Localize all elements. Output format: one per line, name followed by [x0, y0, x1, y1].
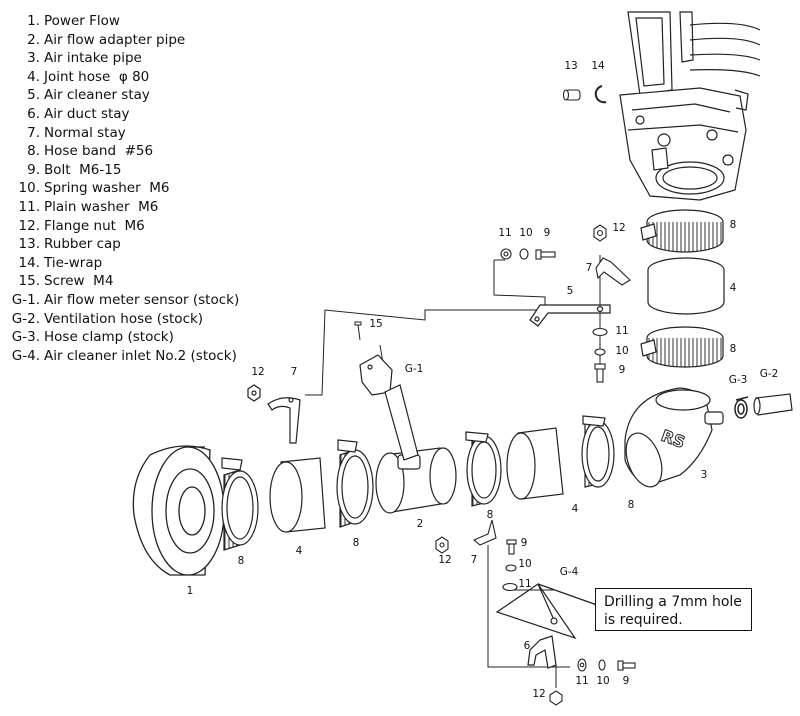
- callout-13: 13: [564, 60, 578, 72]
- joint-hose-top: [647, 257, 725, 315]
- hose-band-lower-3: [465, 431, 502, 507]
- air-flow-adapter-pipe-2: [375, 447, 457, 514]
- callout-8: 8: [729, 219, 737, 231]
- power-flow-filter-1: [132, 445, 225, 576]
- drilling-note: Drilling a 7mm hole is required.: [595, 588, 752, 631]
- legend-item: 7.Normal stay: [27, 124, 126, 141]
- callout-10: 10: [519, 227, 533, 239]
- callout-5: 5: [566, 285, 574, 297]
- callout-11: 11: [575, 675, 589, 687]
- callout-10: 10: [518, 558, 532, 570]
- air-duct-stay-6: [527, 635, 557, 669]
- legend-item: G-1.Air flow meter sensor (stock): [11, 291, 240, 308]
- hose-clamp-g3: [734, 396, 749, 419]
- screw-15: [354, 321, 362, 341]
- callout-9: 9: [622, 675, 630, 687]
- legend-item: 10.Spring washer M6: [18, 180, 170, 197]
- callout-1: 1: [186, 585, 194, 597]
- legend-item: 2.Air flow adapter pipe: [27, 31, 186, 48]
- hose-band-lower-1: [221, 457, 259, 551]
- joint-hose-lower-2: [506, 427, 564, 500]
- callout-11: 11: [615, 325, 629, 337]
- legend-item: 12.Flange nut M6: [18, 217, 145, 234]
- callout-9: 9: [520, 537, 528, 549]
- hose-band-mid: [640, 326, 724, 368]
- callout-3: 3: [700, 469, 708, 481]
- legend-item: 5.Air cleaner stay: [27, 87, 150, 104]
- callout-g4: G-4: [559, 566, 579, 578]
- callout-8: 8: [352, 537, 360, 549]
- callout-8: 8: [486, 509, 494, 521]
- legend-item: 6.Air duct stay: [27, 105, 130, 122]
- tie-wrap-14: [594, 85, 607, 104]
- hardware-lower: [435, 519, 518, 592]
- throttle-body-drawing: [619, 11, 761, 201]
- callout-9: 9: [618, 364, 626, 376]
- legend-item: 11.Plain washer M6: [18, 198, 159, 215]
- callout-4: 4: [571, 503, 579, 515]
- callout-11: 11: [498, 227, 512, 239]
- air-cleaner-inlet-g4: [495, 583, 598, 640]
- callout-8: 8: [237, 555, 245, 567]
- rubber-cap-13: [562, 89, 581, 101]
- legend-item: G-2.Ventilation hose (stock): [11, 310, 204, 327]
- callout-12: 12: [251, 366, 265, 378]
- legend-item: 15.Screw M4: [18, 273, 114, 290]
- air-flow-meter-sensor-g1: [359, 354, 419, 461]
- air-cleaner-stay-5: [529, 304, 611, 327]
- hose-band-top: [640, 209, 724, 253]
- air-intake-pipe-3: RS: [624, 387, 724, 488]
- callout-14: 14: [591, 60, 605, 72]
- legend-item: G-3.Hose clamp (stock): [11, 329, 174, 346]
- hose-band-lower-2: [336, 439, 374, 528]
- drilling-note-line: Drilling a 7mm hole: [604, 594, 742, 610]
- callout-10: 10: [615, 345, 629, 357]
- callout-15: 15: [369, 318, 383, 330]
- callout-7: 7: [470, 554, 478, 566]
- callout-7: 7: [585, 262, 593, 274]
- legend-item: 3.Air intake pipe: [27, 50, 142, 67]
- callout-4: 4: [729, 282, 737, 294]
- ventilation-hose-g2: [753, 393, 793, 416]
- legend-item: 8.Hose band #56: [27, 143, 154, 160]
- callout-9: 9: [543, 227, 551, 239]
- hardware-top-row: [500, 248, 556, 260]
- normal-stay-left: [247, 384, 301, 444]
- hose-band-lower-4: [581, 415, 615, 488]
- callout-2: 2: [416, 518, 424, 530]
- callout-8: 8: [729, 343, 737, 355]
- hardware-top-right: [592, 224, 631, 383]
- callout-10: 10: [596, 675, 610, 687]
- legend-item: 4.Joint hose φ 80: [27, 68, 150, 85]
- drilling-note-line: is required.: [604, 612, 683, 628]
- hardware-bottom: [549, 658, 636, 706]
- callout-8: 8: [627, 499, 635, 511]
- callout-7: 7: [290, 366, 298, 378]
- legend-item: 14.Tie-wrap: [18, 254, 103, 271]
- callout-12: 12: [438, 554, 452, 566]
- legend-item: 9.Bolt M6-15: [27, 161, 122, 178]
- callout-11: 11: [518, 578, 532, 590]
- callout-12: 12: [532, 688, 546, 700]
- callout-6: 6: [523, 640, 531, 652]
- parts-legend: 1.Power Flow 2.Air flow adapter pipe 3.A…: [4, 12, 239, 365]
- joint-hose-lower-1: [269, 457, 326, 533]
- callout-4: 4: [295, 545, 303, 557]
- callout-12: 12: [612, 222, 626, 234]
- legend-item: 1.Power Flow: [27, 13, 120, 29]
- callout-g3: G-3: [728, 374, 748, 386]
- callout-g1: G-1: [404, 363, 424, 375]
- legend-item: G-4.Air cleaner inlet No.2 (stock): [11, 347, 237, 364]
- legend-item: 13.Rubber cap: [18, 236, 121, 253]
- callout-g2: G-2: [759, 368, 779, 380]
